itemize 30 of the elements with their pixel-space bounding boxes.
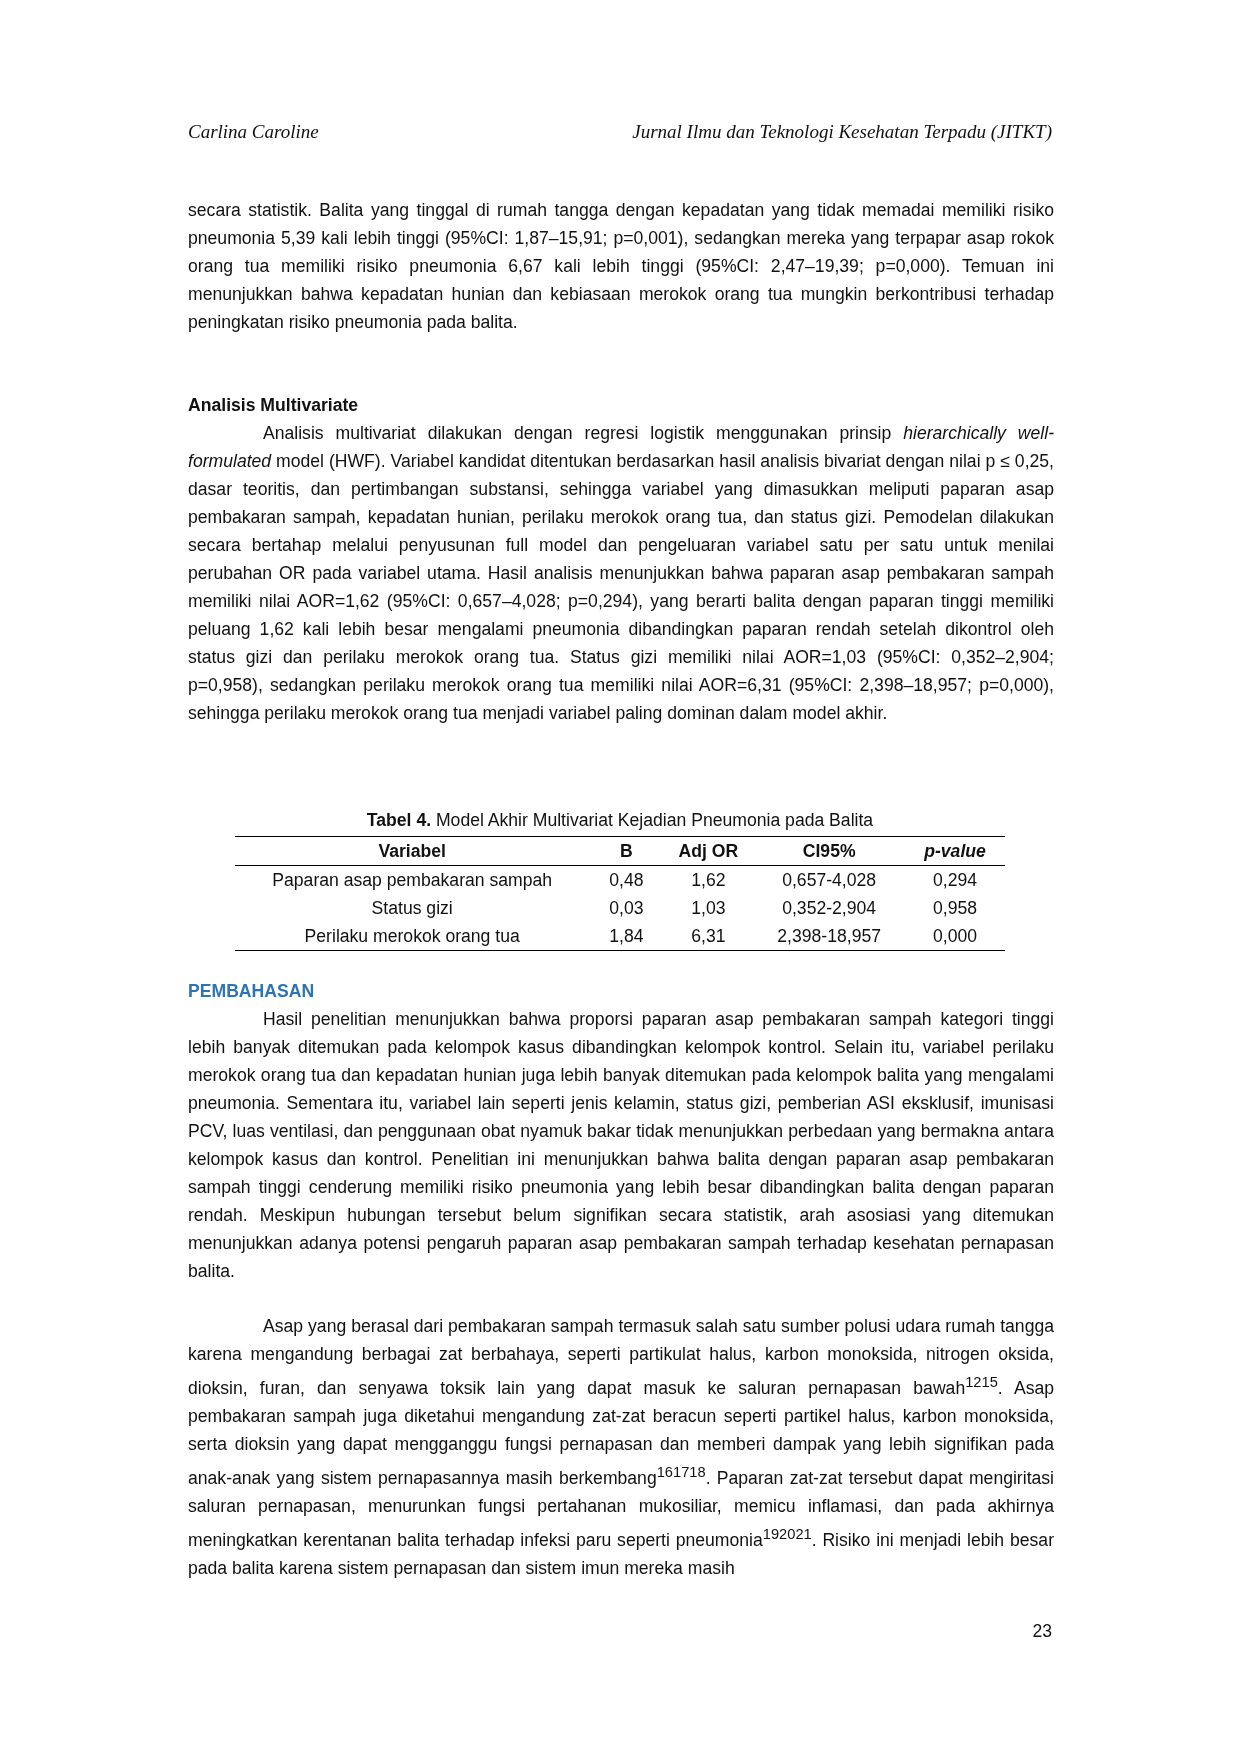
table-cell-text: 1,03 [690,897,727,920]
table-cell-text: 0,03 [608,897,645,920]
table-cell: 1,62 [663,865,754,894]
table-cell-text: 0,352-2,904 [781,897,878,920]
table-cell: 0,000 [905,922,1005,951]
running-header: Jurnal Ilmu dan Teknologi Kesehatan Terpadu (JITKT) [632,120,1052,144]
table-header-cell: CI95% [753,836,906,866]
body-paragraph: Hasil penelitian menunjukkan bahwa proporsi paparan asap pembakaran sampah kategori tinggi lebih banyak ditemukan pada kelompok kasus dibandingkan kelompok kontrol. Selain itu, variabel perilaku merokok orang tua dan kepadatan hunian juga lebih banyak ditemukan pada kelompok balita yang mengalami pneumonia. Sementara itu, variabel lain seperti jenis kelamin, status gizi, pemberian ASI eksklusif, imunisasi PCV, luas ventilasi, dan penggunaan obat nyamuk bakar tidak menunjukkan perbedaan yang bermakna antara kelompok kasus dan kontrol. Penelitian ini menunjukkan bahwa balita dengan paparan asap pembakaran sampah tinggi cenderung memiliki risiko pneumonia yang lebih besar dibandingkan balita dengan paparan rendah. Meskipun hubungan tersebut belum signifikan secara statistik, arah asosiasi yang ditemukan menunjukkan adanya potensi pengaruh paparan asap pembakaran sampah terhadap kesehatan pernapasan balita. [188,1008,1054,1283]
table-header-cell: B [589,836,664,866]
section-heading: Analisis Multivariate [188,394,359,417]
table-cell: 0,294 [905,865,1005,894]
table-cell-text: 0,958 [932,897,979,920]
table-cell: 0,48 [589,865,664,894]
table-caption: Tabel 4. Model Akhir Multivariat Kejadian Pneumonia pada Balita [365,809,875,832]
section-heading: PEMBAHASAN [188,980,315,1003]
table-cell: 6,31 [663,922,754,951]
body-paragraph: Asap yang berasal dari pembakaran sampah termasuk salah satu sumber polusi udara rumah tangga karena mengandung berbagai zat berbahaya, seperti partikulat halus, karbon monoksida, nitrogen oksida, dioksin, furan, dan senyawa toksik lain yang dapat masuk ke saluran pernapasan bawah$^{1215}$. Asap pembakaran sampah juga diketahui mengandung zat-zat beracun seperti partikel halus, karbon monoksida, serta dioksin yang dapat mengganggu fungsi pernapasan dan memberi dampak yang lebih signifikan pada anak-anak yang sistem pernapasannya masih berkembang$^{161718}$. Paparan zat-zat tersebut dapat mengiritasi saluran pernapasan, menurunkan fungsi pertahanan mukosiliar, memicu inflamasi, dan pada akhirnya meningkatkan kerentanan balita terhadap infeksi paru seperti pneumonia$^{192021}$. Risiko ini menjadi lebih besar pada balita karena sistem pernapasan dan sistem imun mereka masih [188,1315,1054,1580]
body-paragraph: Analisis multivariat dilakukan dengan regresi logistik menggunakan prinsip hierarchically well-formulated model (HWF). Variabel kandidat ditentukan berdasarkan hasil analisis bivariat dengan nilai p ≤ 0,25, dasar teoritis, dan pertimbangan substansi, sehingga variabel yang dimasukkan meliputi paparan asap pembakaran sampah, kepadatan hunian, perilaku merokok orang tua, dan status gizi. Pemodelan dilakukan secara bertahap melalui penyusunan full model dan pengeluaran variabel satu per satu untuk menilai perubahan OR pada variabel utama. Hasil analisis menunjukkan bahwa paparan asap pembakaran sampah memiliki nilai AOR=1,62 (95%CI: 0,657–4,028; p=0,294), yang berarti balita dengan paparan tinggi memiliki peluang 1,62 kali lebih besar mengalami pneumonia dibandingkan paparan rendah setelah dikontrol oleh status gizi dan perilaku merokok orang tua. Status gizi memiliki nilai AOR=1,03 (95%CI: 0,352–2,904; p=0,958), sedangkan perilaku merokok orang tua memiliki nilai AOR=6,31 (95%CI: 2,398–18,957; p=0,000), sehingga perilaku merokok orang tua menjadi variabel paling dominan dalam model akhir. [188,422,1054,725]
body-paragraph: secara statistik. Balita yang tinggal di rumah tangga dengan kepadatan yang tidak memadai memiliki risiko pneumonia 5,39 kali lebih tinggi (95%CI: 1,87–15,91; p=0,001), sedangkan mereka yang terpapar asap rokok orang tua memiliki risiko pneumonia 6,67 kali lebih tinggi (95%CI: 2,47–19,39; p=0,000). Temuan ini menunjukkan bahwa kepadatan hunian dan kebiasaan merokok orang tua mungkin berkontribusi terhadap peningkatan risiko pneumonia pada balita. [188,199,1054,334]
table-cell: 0,657-4,028 [753,865,906,894]
table-cell: 1,84 [589,922,664,951]
table-header-cell: Variabel [235,836,590,866]
table-header-cell: p-value [905,836,1005,866]
running-header: Carlina Caroline [188,120,319,144]
table-cell: 2,398-18,957 [753,922,906,951]
table-cell: Paparan asap pembakaran sampah [235,865,590,894]
table-cell: Perilaku merokok orang tua [235,922,590,951]
page-number: 23 [1032,1620,1052,1643]
table-cell-text: Status gizi [370,897,454,920]
table-header-cell: Adj OR [663,836,754,866]
